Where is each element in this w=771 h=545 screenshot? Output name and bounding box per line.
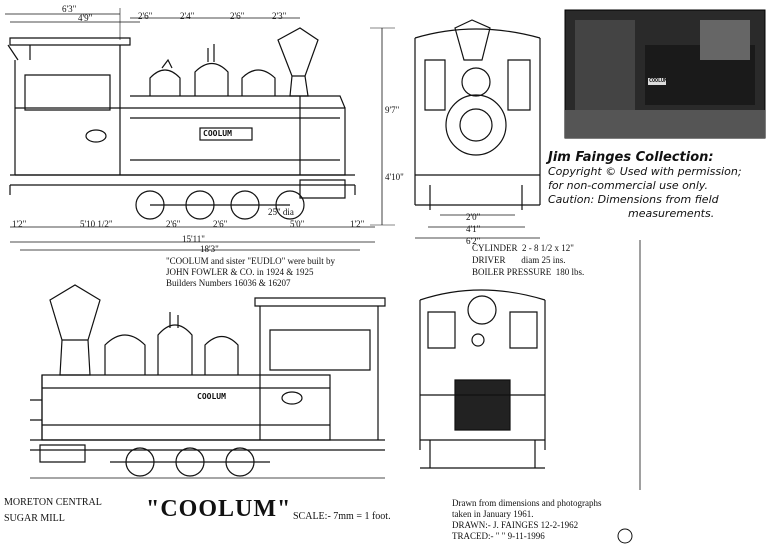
credit-line: Copyright © Used with permission; xyxy=(548,165,742,178)
dim-top-1: 4'9" xyxy=(78,13,93,23)
location-line-2: SUGAR MILL xyxy=(4,513,65,524)
credit-block: Jim Fainges Collection: Copyright © Used… xyxy=(548,150,742,221)
note-line: TRACED:- " " 9-11-1996 xyxy=(452,531,545,541)
credit-title: Jim Fainges Collection: xyxy=(548,150,714,165)
overall-dim-1: 15'11" xyxy=(182,234,205,244)
history-line: "COOLUM and sister "EUDLO" were built by xyxy=(166,256,335,266)
spec-label: CYLINDER xyxy=(472,243,518,253)
history-note: "COOLUM and sister "EUDLO" were built by… xyxy=(166,256,335,289)
location-line-1: MORETON CENTRAL xyxy=(4,497,102,508)
dim-top-5: 2'3" xyxy=(272,11,287,21)
nameplate-top: COOLUM xyxy=(203,129,232,138)
spec-value: 2 - 8 1/2 x 12" xyxy=(522,243,574,253)
overall-dim-2: 18'3" xyxy=(200,244,219,254)
dim-top-0: 6'3" xyxy=(62,4,77,14)
note-line: taken in January 1961. xyxy=(452,509,534,519)
end-dim-1: 4'1" xyxy=(466,224,481,234)
photo-plate: COOLUM xyxy=(649,78,668,84)
dim-top-2: 2'6" xyxy=(138,11,153,21)
dim-bottom-3: 2'6" xyxy=(213,219,228,229)
photo xyxy=(564,9,766,139)
note-line: DRAWN:- J. FAINGES 12-2-1962 xyxy=(452,520,579,530)
drawing-title: "COOLUM" xyxy=(146,496,292,522)
credit-line: measurements. xyxy=(628,207,715,220)
dim-bottom-0: 1'2" xyxy=(12,219,27,229)
spec-label: BOILER PRESSURE xyxy=(472,267,552,277)
dim-top-3: 2'4" xyxy=(180,11,195,21)
side-view-bottom xyxy=(30,284,386,479)
dim-bottom-2: 2'6" xyxy=(166,219,181,229)
specs: CYLINDER 2 - 8 1/2 x 12" DRIVER diam 25 … xyxy=(472,242,584,278)
end-view-bottom xyxy=(419,289,546,469)
spec-label: DRIVER xyxy=(472,255,506,265)
nameplate-bottom: COOLUM xyxy=(197,392,226,401)
dim-right-1: 4'10" xyxy=(385,172,404,182)
dim-bottom-4: 5'0" xyxy=(290,219,305,229)
drawing-notes: Drawn from dimensions and photographs ta… xyxy=(452,498,601,542)
spec-value: diam 25 ins. xyxy=(521,255,566,265)
dim-bottom-1: 5'10 1/2" xyxy=(80,219,113,229)
spec-value: 180 lbs. xyxy=(555,267,585,277)
end-view-top xyxy=(414,19,541,239)
wheel-dim: 25" dia xyxy=(268,207,294,217)
end-dim-0: 2'0" xyxy=(466,212,481,222)
end-dim-2: 6'2" xyxy=(466,236,481,246)
note-line: Drawn from dimensions and photographs xyxy=(452,498,602,508)
credit-line: for non-commercial use only. xyxy=(548,179,709,192)
history-line: Builders Numbers 16036 & 16207 xyxy=(166,278,291,288)
dim-right-0: 9'7" xyxy=(385,105,400,115)
dim-bottom-5: 1'2" xyxy=(350,219,365,229)
side-view-top xyxy=(5,8,395,251)
credit-line: Caution: Dimensions from field xyxy=(548,193,719,206)
history-line: JOHN FOWLER & CO. in 1924 & 1925 xyxy=(166,267,314,277)
dim-top-4: 2'6" xyxy=(230,11,245,21)
scale-note: SCALE:- 7mm = 1 foot. xyxy=(293,511,391,522)
